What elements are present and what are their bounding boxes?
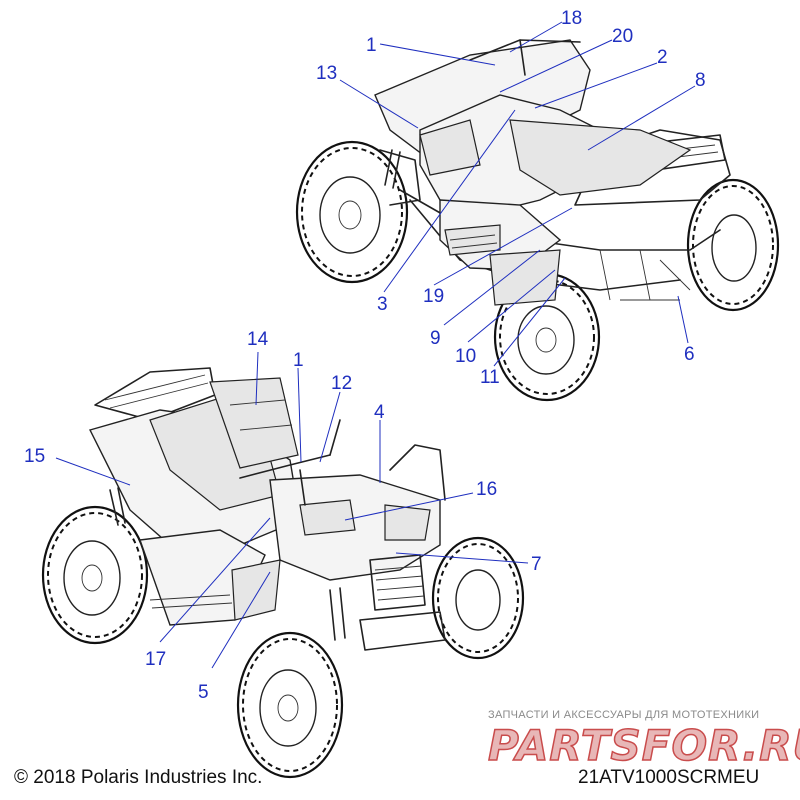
callout-14: 14 (247, 329, 269, 350)
callout-8: 8 (695, 70, 706, 91)
callout-1-top: 1 (366, 35, 377, 56)
callout-5: 5 (198, 682, 209, 703)
atv-front-wheel-left (41, 505, 149, 645)
callout-labels: 18 1 20 2 13 8 3 19 9 10 11 6 14 1 12 4 … (24, 8, 706, 703)
callout-12: 12 (331, 373, 352, 394)
callout-7: 7 (531, 554, 542, 575)
callout-1-bottom: 1 (293, 350, 304, 371)
callout-15: 15 (24, 446, 45, 467)
atv-front-wheel-right (493, 272, 601, 402)
atv-rear-wheel-right (686, 178, 780, 312)
callout-6: 6 (684, 344, 695, 365)
watermark: ЗАПЧАСТИ И АКСЕССУАРЫ ДЛЯ МОТОТЕХНИКИ PA… (487, 709, 800, 771)
callout-10: 10 (455, 346, 476, 367)
atv-rear-view (295, 39, 780, 402)
callout-16: 16 (476, 479, 497, 500)
callout-9: 9 (430, 328, 441, 349)
callout-11: 11 (480, 367, 500, 388)
leader-lines (55, 21, 696, 669)
callout-13: 13 (316, 63, 337, 84)
callout-19: 19 (423, 286, 444, 307)
callout-17: 17 (145, 649, 166, 670)
atv-rear-wheel-left (295, 140, 409, 284)
atv-front-wheel-right-2 (236, 631, 344, 779)
atv-rear-wheel-right-2 (431, 536, 525, 660)
callout-3: 3 (377, 294, 388, 315)
atv-front-view (41, 367, 525, 779)
watermark-brand: PARTSFOR.RU (488, 721, 800, 770)
callout-2: 2 (657, 47, 668, 68)
part-code: 21ATV1000SCRMEU (578, 767, 759, 788)
copyright-text: © 2018 Polaris Industries Inc. (14, 767, 262, 788)
watermark-tagline: ЗАПЧАСТИ И АКСЕССУАРЫ ДЛЯ МОТОТЕХНИКИ (488, 709, 759, 721)
callout-18: 18 (561, 8, 582, 29)
callout-20: 20 (612, 26, 633, 47)
callout-4: 4 (374, 402, 385, 423)
